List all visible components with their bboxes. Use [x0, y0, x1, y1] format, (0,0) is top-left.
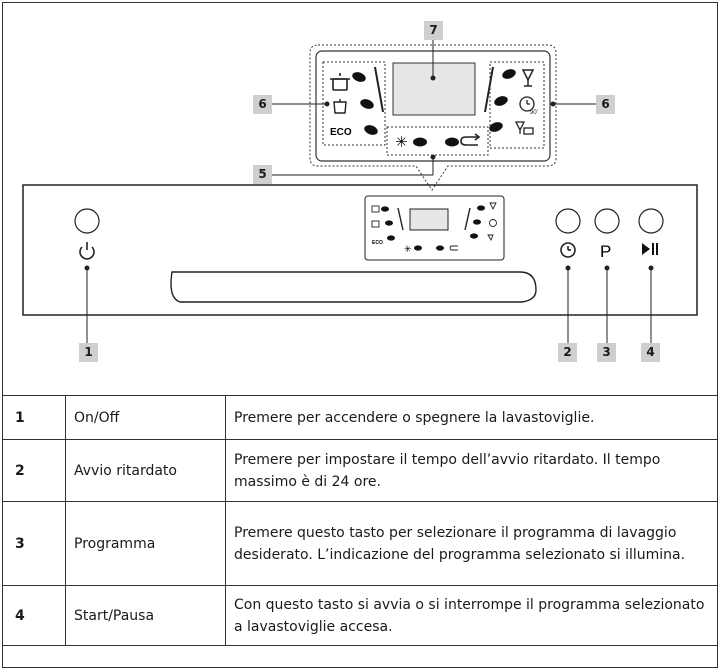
row-number: 1: [2, 395, 66, 440]
power-button[interactable]: [74, 208, 100, 234]
table-row: 4 Start/Pausa Con questo tasto si avvia …: [2, 585, 718, 646]
svg-text:✳: ✳: [404, 245, 412, 255]
table-row: 1 On/Off Premere per accendere o spegner…: [2, 395, 718, 440]
row-number: 3: [2, 501, 66, 586]
zoom-bottom-group-box: [386, 126, 489, 156]
play-pause-icon: [642, 243, 658, 255]
callout-4: 4: [641, 343, 660, 362]
led: [502, 69, 516, 79]
program-p-icon: P: [600, 242, 611, 261]
program-button[interactable]: [594, 208, 620, 234]
small-panel: [364, 195, 505, 261]
row-number: 2: [2, 439, 66, 502]
svg-text:ECO: ECO: [372, 240, 383, 246]
start-pause-button[interactable]: [638, 208, 664, 234]
callout-2: 2: [558, 343, 577, 362]
svg-text:90': 90': [530, 110, 538, 116]
legend-table: 1 On/Off Premere per accendere o spegner…: [2, 395, 718, 646]
table-row: 2 Avvio ritardato Premere per impostare …: [2, 439, 718, 502]
row-description: Premere per accendere o spegnere la lava…: [225, 395, 718, 440]
callout-1: 1: [79, 343, 98, 362]
intensive-pot-icon: [330, 73, 350, 91]
led: [352, 72, 366, 82]
quick-90-icon: 90': [519, 96, 538, 116]
row-description: Con questo tasto si avvia o si interromp…: [225, 585, 718, 646]
led: [413, 137, 427, 147]
callout-6-left: 6: [253, 95, 272, 114]
delay-clock-icon: [560, 242, 576, 258]
row-description: Premere per impostare il tempo dell’avvi…: [225, 439, 718, 502]
control-panel-diagram: ECO 90' ✳ ECO ✳: [22, 38, 698, 352]
delay-start-button[interactable]: [555, 208, 581, 234]
row-name: On/Off: [65, 395, 226, 440]
zoom-display: [392, 62, 476, 116]
door-handle: [170, 271, 537, 303]
rinse-aid-icon: ✳: [395, 133, 408, 151]
led: [364, 125, 378, 135]
row-name: Avvio ritardato: [65, 439, 226, 502]
callout-3: 3: [597, 343, 616, 362]
control-panel: [22, 184, 698, 316]
normal-pot-icon: [333, 99, 347, 114]
row-name: Start/Pausa: [65, 585, 226, 646]
glass-icon: [521, 69, 535, 87]
power-icon: [79, 242, 95, 260]
led: [360, 99, 374, 109]
row-description: Premere questo tasto per selezionare il …: [225, 501, 718, 586]
led: [445, 137, 459, 147]
row-name: Programma: [65, 501, 226, 586]
table-row: 3 Programma Premere questo tasto per sel…: [2, 501, 718, 586]
salt-refill-icon: [460, 133, 481, 146]
row-number: 4: [2, 585, 66, 646]
led: [489, 122, 503, 132]
callout-7: 7: [424, 21, 443, 40]
zoom-right-group-box: [489, 61, 545, 149]
callout-6-right: 6: [596, 95, 615, 114]
glass-plate-icon: [514, 121, 534, 135]
led: [494, 96, 508, 106]
callout-5: 5: [253, 165, 272, 184]
eco-label: ECO: [330, 127, 352, 138]
